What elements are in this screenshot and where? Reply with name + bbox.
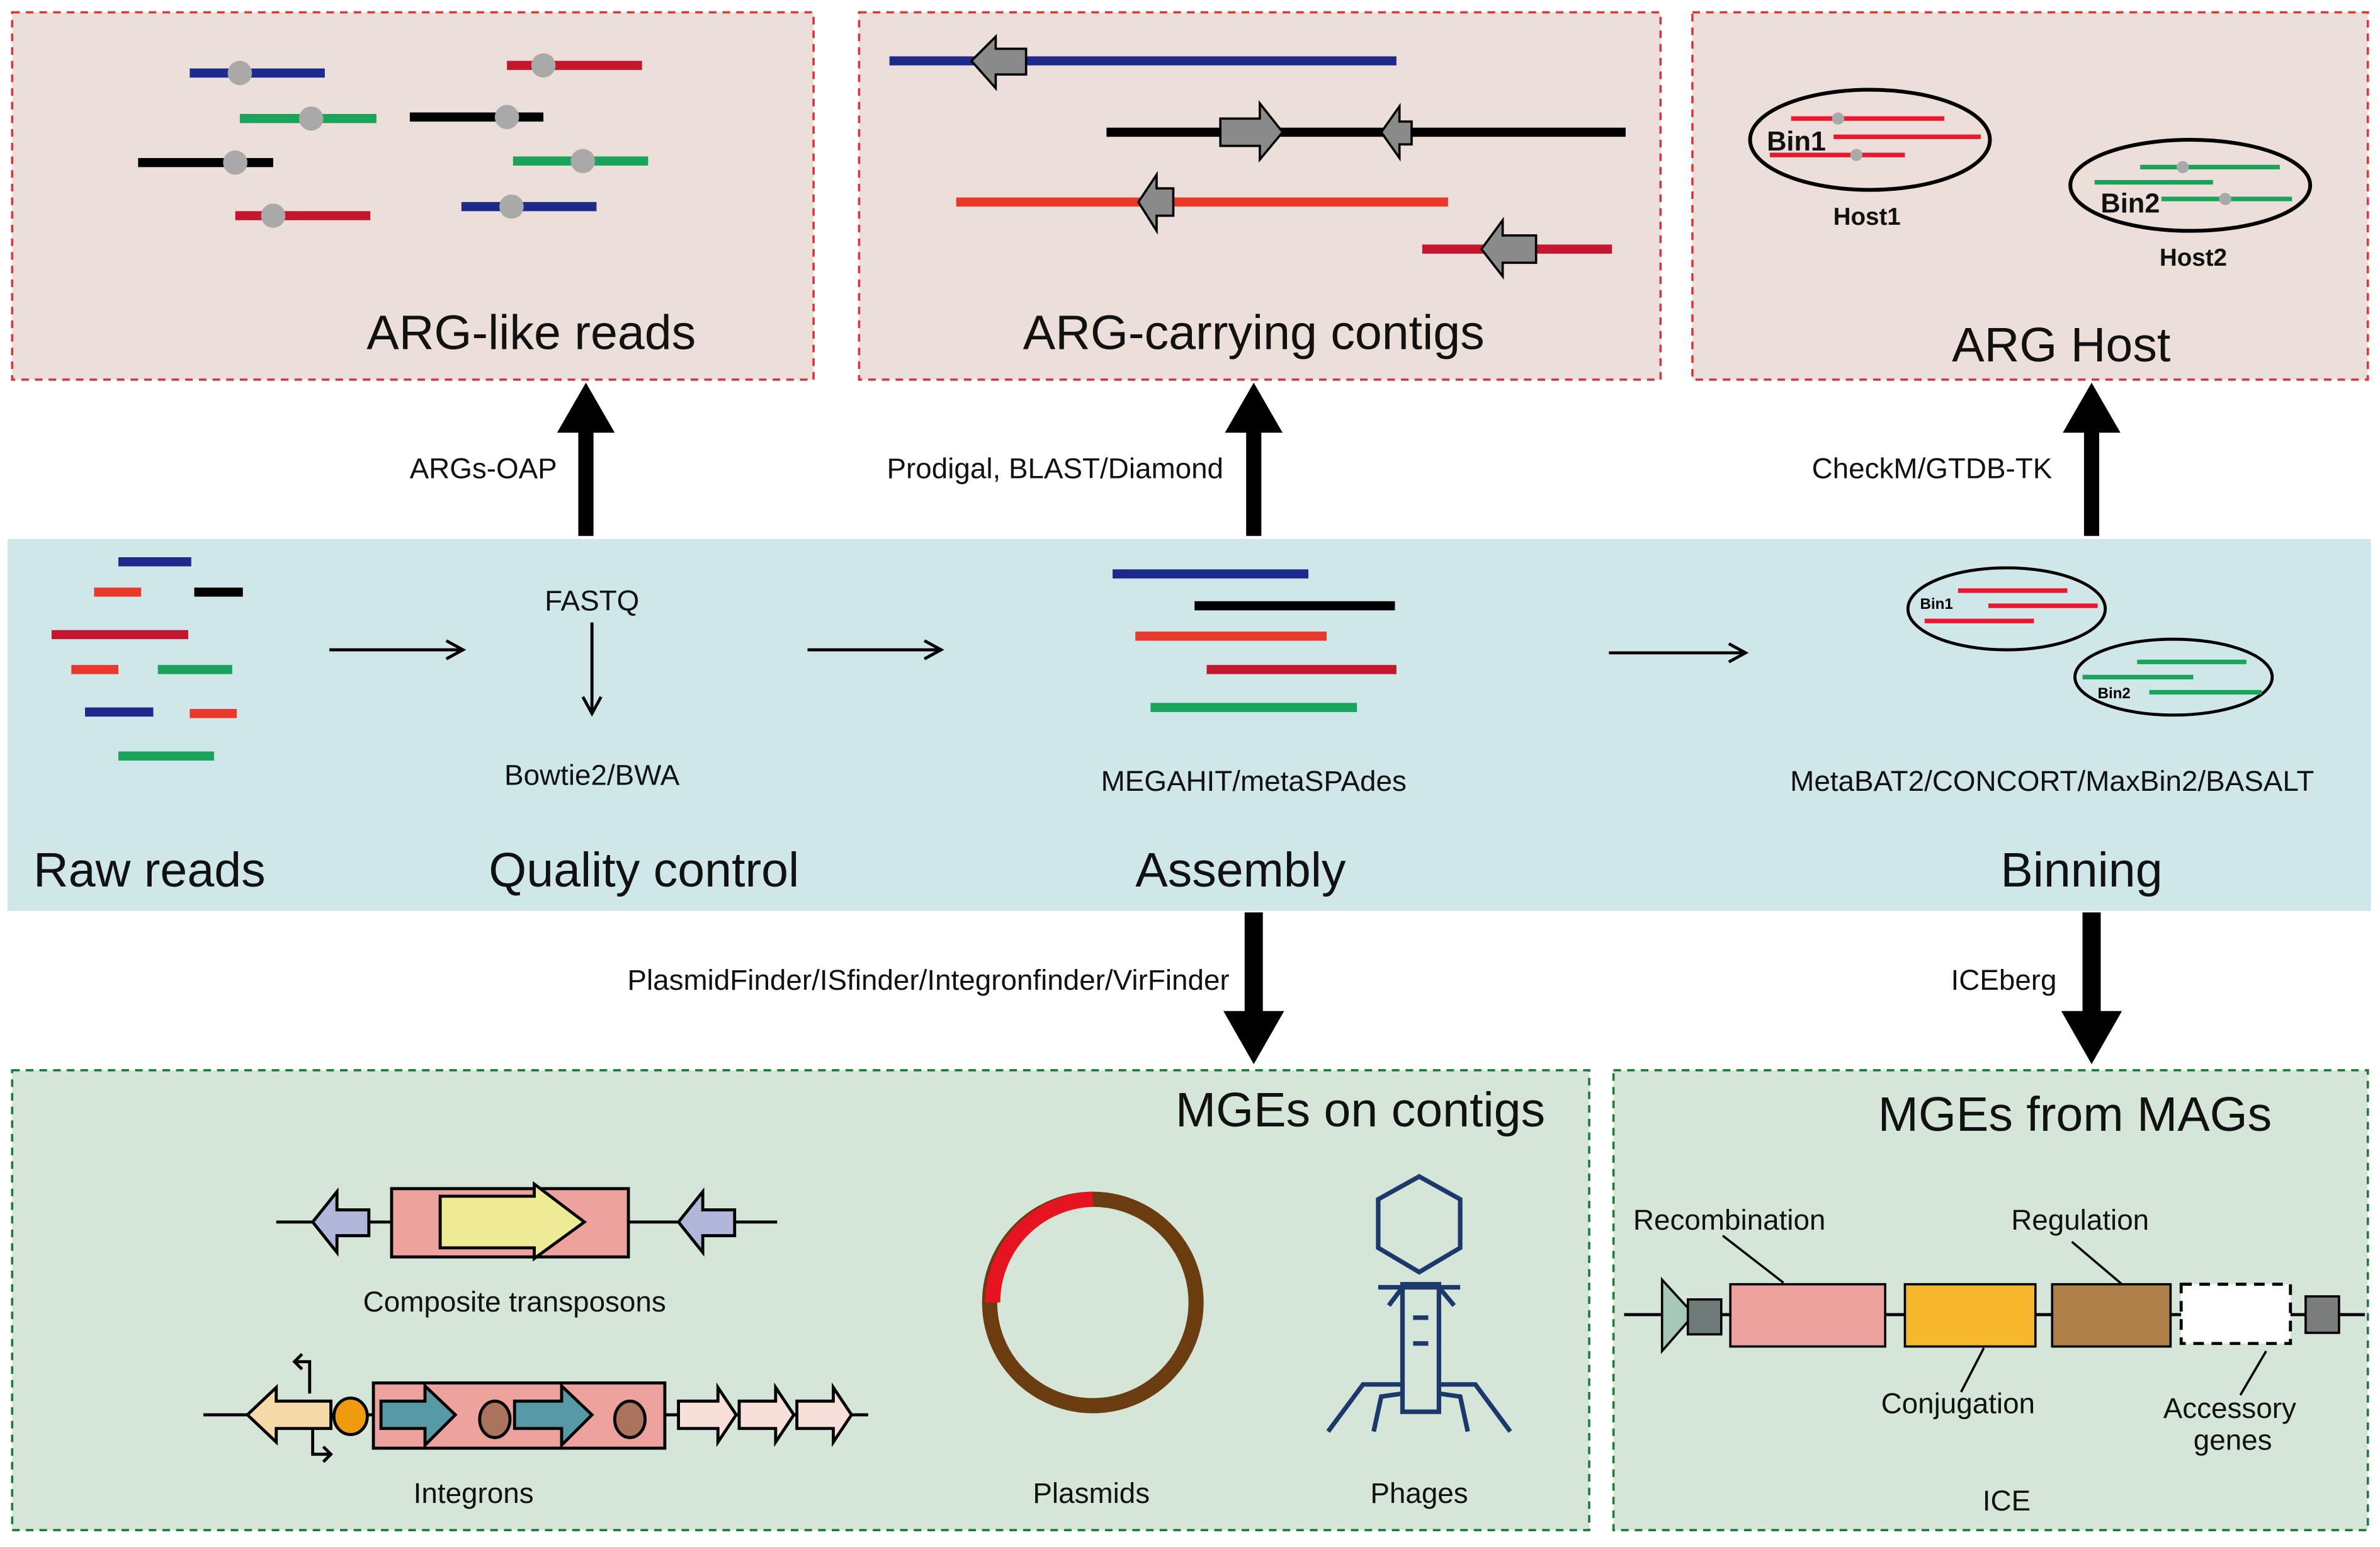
reads-title: ARG-like reads [366,306,696,360]
raw-read-lines [51,557,243,761]
read-lines [138,60,649,220]
mge-contig-tool-label: PlasmidFinder/ISfinder/Integronfinder/Vi… [627,964,1229,996]
qc-tool: Bowtie2/BWA [504,759,680,791]
arrow-down-mags [2061,912,2122,1065]
ice-structure [1624,1235,2365,1396]
bin1-label: Bin1 [1920,596,1953,613]
composite-transposons-label: Composite transposons [363,1286,666,1318]
gene-arrows [970,33,1538,280]
reads-tool-label: ARGs-OAP [410,453,557,485]
assembled-contig-lines [1113,569,1397,712]
ice-label: ICE [1983,1485,2031,1517]
plasmid-icon [982,1191,1204,1414]
arg-carrying-contigs-panel: ARG-carrying contigs [858,11,1662,381]
arrow-up-reads [557,382,615,536]
up-arrows [557,382,2121,536]
host2-bin-label: Bin2 [2100,189,2160,219]
integrons-label: Integrons [414,1477,534,1509]
arg-like-reads-panel: ARG-like reads [11,11,815,381]
down-arrows [1223,912,2122,1065]
qc-title: Quality control [489,843,799,897]
accessory-label-1: Accessory [2163,1392,2296,1424]
contigs-tool-label: Prodigal, BLAST/Diamond [887,453,1223,485]
host2-label: Host2 [2160,244,2227,271]
assembly-tool: MEGAHIT/metaSPAdes [1101,765,1407,797]
mges-on-contigs-panel: MGEs on contigs Composite transposons In… [11,1068,1590,1532]
arrow-down-contigs [1223,912,1284,1065]
composite-transposon [276,1181,778,1262]
arg-host-panel: Bin1 Host1 Bin2 Host2 ARG Host [1691,11,2369,381]
raw-reads-title: Raw reads [33,843,266,897]
mge-mag-tool-label: ICEberg [1951,964,2057,996]
regulation-label: Regulation [2011,1204,2149,1236]
host1-label: Host1 [1833,203,1901,230]
phage-icon [1326,1174,1512,1433]
phages-label: Phages [1370,1477,1468,1509]
binning-title: Binning [2000,843,2162,897]
arrow-up-contigs [1225,382,1283,536]
qc-format: FASTQ [545,584,639,616]
plasmids-label: Plasmids [1033,1477,1150,1509]
mges-from-mags-panel: MGEs from MAGs Recombination Regulation … [1612,1068,2369,1532]
arrow-up-host [2063,382,2121,536]
arg-dots [223,53,595,228]
assembly-title: Assembly [1135,843,1346,897]
mge-mags-title: MGEs from MAGs [1878,1087,2272,1142]
recombination-label: Recombination [1633,1204,1825,1236]
conjugation-label: Conjugation [1881,1388,2035,1420]
binning-tool: MetaBAT2/CONCORT/MaxBin2/BASALT [1790,765,2314,797]
integron [203,1352,868,1463]
contigs-title: ARG-carrying contigs [1023,306,1485,360]
host-title: ARG Host [1952,318,2170,372]
accessory-label-2: genes [2194,1424,2272,1456]
pipeline-band: FASTQ Bowtie2/BWA MEGAHIT/metaSPAdes Bin… [8,539,2371,911]
mge-contigs-title: MGEs on contigs [1176,1083,1545,1137]
host1-bin-label: Bin1 [1767,127,1826,157]
host-tool-label: CheckM/GTDB-TK [1812,453,2053,485]
bin2-label: Bin2 [2098,685,2131,702]
